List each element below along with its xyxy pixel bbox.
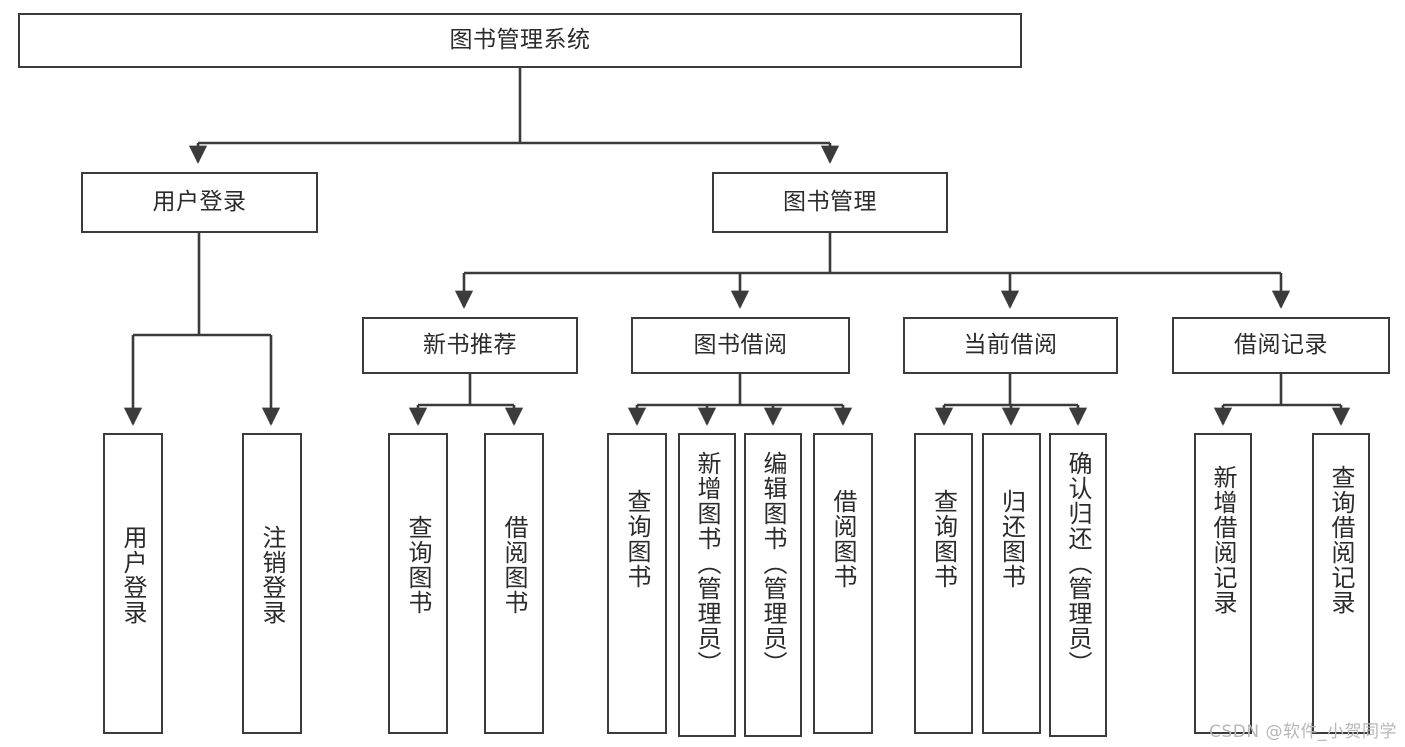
leaf-query-book-3-label: 查询图书 (929, 489, 958, 589)
leaf-edit-book[interactable]: 编辑图书（管理员） (744, 433, 802, 737)
leaf-confirm-return[interactable]: 确认归还（管理员） (1049, 433, 1107, 737)
node-user-login-label: 用户登录 (152, 189, 247, 216)
leaf-return-book-label: 归还图书 (997, 489, 1026, 589)
leaf-add-book[interactable]: 新增图书（管理员） (678, 433, 736, 737)
leaf-query-book-2-label: 查询图书 (623, 489, 651, 589)
node-borrow-record-label: 借阅记录 (1234, 332, 1328, 359)
leaf-add-record-label: 新增借阅记录 (1209, 465, 1237, 615)
node-book-management[interactable]: 图书管理 (712, 172, 948, 233)
node-book-borrow[interactable]: 图书借阅 (631, 317, 850, 374)
leaf-query-book-3[interactable]: 查询图书 (914, 433, 973, 734)
leaf-borrow-book-1-label: 借阅图书 (500, 515, 528, 615)
node-root-label: 图书管理系统 (449, 27, 591, 54)
leaf-return-book[interactable]: 归还图书 (982, 433, 1041, 734)
leaf-borrow-book-2-label: 借阅图书 (829, 489, 857, 589)
leaf-user-login-label: 用户登录 (119, 525, 147, 625)
watermark: CSDN @软件_小贺同学 (1209, 722, 1397, 742)
leaf-query-book-1[interactable]: 查询图书 (388, 433, 448, 734)
leaf-query-record-label: 查询借阅记录 (1327, 465, 1355, 615)
leaf-query-book-2[interactable]: 查询图书 (607, 433, 667, 734)
leaf-edit-book-label: 编辑图书（管理员） (759, 451, 787, 676)
node-user-login[interactable]: 用户登录 (81, 172, 318, 233)
node-root[interactable]: 图书管理系统 (18, 13, 1022, 68)
leaf-add-book-label: 新增图书（管理员） (693, 451, 721, 676)
node-borrow-record[interactable]: 借阅记录 (1172, 317, 1390, 374)
node-current-borrow[interactable]: 当前借阅 (903, 317, 1118, 374)
leaf-logout-login-label: 注销登录 (258, 525, 286, 625)
node-book-management-label: 图书管理 (783, 189, 877, 216)
leaf-query-record[interactable]: 查询借阅记录 (1312, 433, 1370, 734)
node-current-borrow-label: 当前借阅 (963, 332, 1058, 359)
leaf-query-book-1-label: 查询图书 (404, 515, 432, 615)
leaf-add-record[interactable]: 新增借阅记录 (1194, 433, 1252, 734)
leaf-logout-login[interactable]: 注销登录 (242, 433, 302, 734)
leaf-borrow-book-1[interactable]: 借阅图书 (484, 433, 544, 734)
leaf-confirm-return-label: 确认归还（管理员） (1064, 451, 1092, 676)
node-new-book-recommend[interactable]: 新书推荐 (362, 317, 578, 374)
leaf-user-login[interactable]: 用户登录 (103, 433, 163, 734)
node-book-borrow-label: 图书借阅 (693, 332, 788, 359)
node-new-book-recommend-label: 新书推荐 (423, 332, 517, 359)
leaf-borrow-book-2[interactable]: 借阅图书 (813, 433, 873, 734)
